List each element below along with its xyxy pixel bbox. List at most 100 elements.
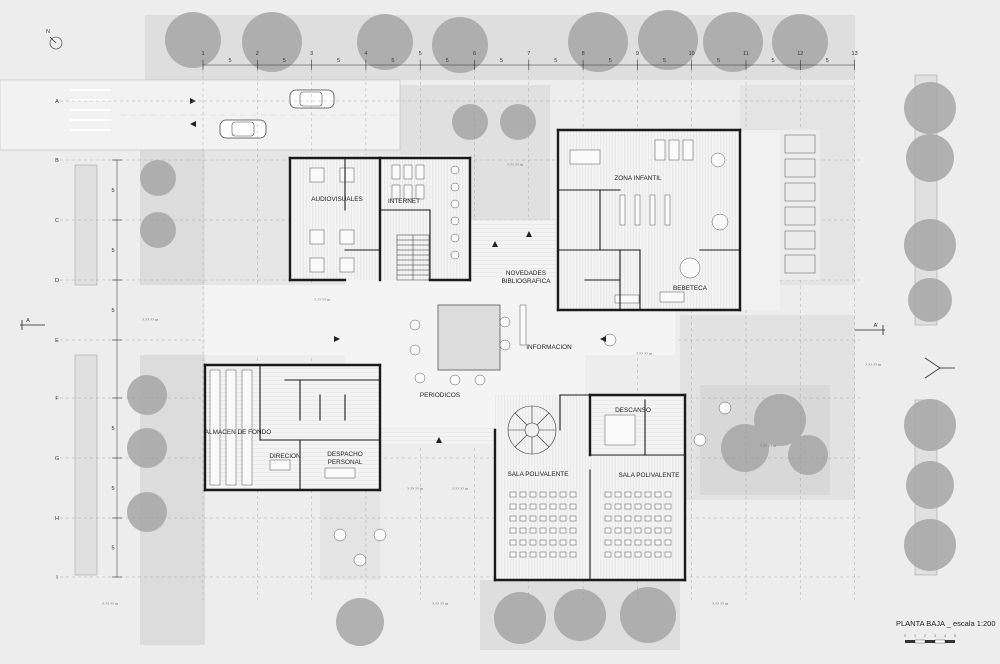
- seat-icon: [654, 515, 662, 522]
- shelf-icon: [619, 194, 626, 226]
- shelf-icon: [654, 139, 666, 161]
- svg-text:?.?? ?? m: ?.?? ?? m: [865, 363, 881, 367]
- seat-icon: [549, 551, 557, 558]
- seat-icon: [509, 515, 517, 522]
- chair-icon: [450, 250, 460, 260]
- rug-icon: [679, 257, 701, 279]
- car-icon: [219, 119, 267, 139]
- room-label-personal: PERSONAL: [328, 459, 363, 466]
- dimension-value: 5: [337, 58, 340, 64]
- dimension-value: 5: [228, 58, 231, 64]
- grid-label-row: A: [55, 99, 59, 105]
- seat-icon: [654, 503, 662, 510]
- tree-icon: [500, 104, 536, 140]
- seat-icon: [519, 491, 527, 498]
- entrance-chevron-icon: [924, 357, 955, 379]
- dimension-value: 5: [111, 248, 114, 254]
- seat-icon: [509, 503, 517, 510]
- seat-icon: [569, 515, 577, 522]
- table-icon: [474, 374, 486, 386]
- tree-icon: [127, 375, 167, 415]
- seat-icon: [569, 527, 577, 534]
- table-icon: [339, 229, 355, 245]
- seat-icon: [614, 491, 622, 498]
- seat-icon: [529, 503, 537, 510]
- storage-shelf-icon: [241, 369, 253, 486]
- tree-icon: [140, 160, 176, 196]
- seat-icon: [634, 515, 642, 522]
- outdoor-table-icon: [373, 528, 387, 542]
- svg-text:?.?? ?? m: ?.?? ?? m: [102, 602, 118, 606]
- seat-icon: [539, 503, 547, 510]
- counter-icon: [519, 304, 527, 346]
- seat-icon: [644, 551, 652, 558]
- room-label-internet: INTERNET: [388, 198, 420, 205]
- seat-icon: [549, 503, 557, 510]
- dimension-value: 5: [391, 58, 394, 64]
- road: [0, 79, 401, 151]
- table-icon: [414, 372, 426, 384]
- seat-icon: [519, 539, 527, 546]
- north-arrow-icon: N: [46, 29, 63, 50]
- tree-icon: [772, 14, 828, 70]
- seat-icon: [604, 539, 612, 546]
- grid-label-column: 1: [201, 51, 204, 57]
- seat-icon: [604, 503, 612, 510]
- svg-text:?.?? ?? m: ?.?? ?? m: [712, 602, 728, 606]
- seat-icon: [559, 515, 567, 522]
- seat-icon: [539, 551, 547, 558]
- seat-icon: [509, 539, 517, 546]
- seat-icon: [519, 527, 527, 534]
- seat-icon: [549, 515, 557, 522]
- outdoor-table-icon: [333, 528, 347, 542]
- room-label-almacen: ALMACEN DE FONDO: [205, 429, 271, 436]
- grid-label-column: 8: [582, 51, 585, 57]
- tree-icon: [908, 278, 952, 322]
- grid-label-column: 4: [364, 51, 367, 57]
- desk-icon: [415, 164, 425, 180]
- seat-icon: [569, 503, 577, 510]
- grid-label-row: I: [56, 575, 58, 581]
- seat-icon: [664, 503, 672, 510]
- seat-icon: [559, 527, 567, 534]
- room-label-despacho: DESPACHO: [327, 451, 362, 458]
- table-icon: [499, 339, 511, 351]
- room-label-sala-polivalente-2: SALA POLIVALENTE: [619, 472, 680, 479]
- tree-icon: [906, 461, 954, 509]
- table-icon: [339, 257, 355, 273]
- dimension-value: 5: [826, 58, 829, 64]
- seat-icon: [509, 491, 517, 498]
- dimension-value: 5: [111, 546, 114, 552]
- seat-icon: [549, 491, 557, 498]
- seat-icon: [539, 515, 547, 522]
- room-labels: AUDIOVISUALES INTERNET ZONA INFANTIL NOV…: [205, 175, 708, 479]
- parking-stall: [784, 134, 816, 154]
- svg-text:A: A: [26, 318, 30, 324]
- seat-icon: [569, 539, 577, 546]
- seat-icon: [634, 539, 642, 546]
- seat-icon: [509, 551, 517, 558]
- scale-bar: 0 1 2 3 4 5: [904, 634, 956, 644]
- level-tags: ?.?? ?? m ?.?? ?? m ?.?? ?? m ?.?? ?? m …: [102, 163, 881, 606]
- seat-icon: [654, 527, 662, 534]
- table-icon: [339, 167, 355, 183]
- svg-text:A': A': [874, 323, 879, 329]
- seat-icon: [519, 503, 527, 510]
- furniture: [209, 134, 816, 567]
- seat-icon: [529, 551, 537, 558]
- room-label-informacion: INFORMACION: [526, 344, 572, 351]
- grid-label-column: 11: [743, 51, 749, 57]
- seat-icon: [614, 515, 622, 522]
- seat-icon: [654, 551, 662, 558]
- trees: [127, 10, 956, 646]
- dimension-value: 5: [111, 308, 114, 314]
- tree-icon: [336, 598, 384, 646]
- outdoor-table-icon: [353, 553, 367, 567]
- seat-icon: [624, 551, 632, 558]
- circulation-arrows: [334, 231, 606, 443]
- grid-label-row: F: [55, 396, 59, 402]
- dimension-value: 5: [771, 58, 774, 64]
- dimension-value: 5: [609, 58, 612, 64]
- tree-icon: [620, 587, 676, 643]
